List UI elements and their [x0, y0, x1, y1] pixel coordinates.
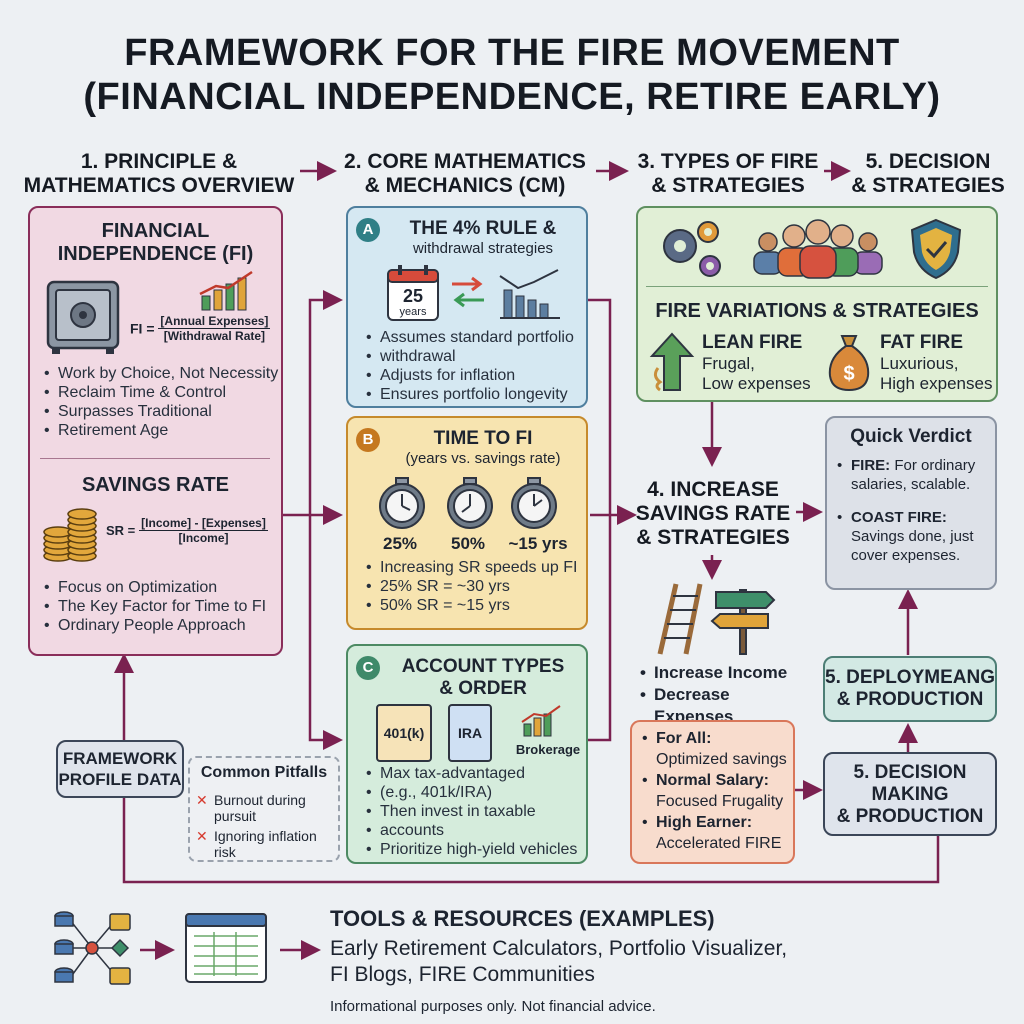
- clock-label-3: ~15 yrs: [508, 534, 568, 553]
- stopwatch-icon-1: [379, 477, 425, 529]
- page-title-line2: (FINANCIAL INDEPENDENCE, RETIRE EARLY): [83, 76, 941, 118]
- lean-fire-title: LEAN FIRE: [702, 332, 803, 353]
- fi-divider: [40, 458, 270, 459]
- box-c-bullets: Max tax-advantaged (e.g., 401k/IRA) Then…: [366, 764, 588, 859]
- salary-strategies-box: For All:Optimized savings Normal Salary:…: [630, 720, 795, 864]
- salary-strategies-list: For All:Optimized savings Normal Salary:…: [642, 728, 792, 854]
- pitfall-item-1: ✕ Burnout during pursuit: [196, 792, 306, 824]
- brokerage-chart-icon: [521, 705, 561, 737]
- savings-rate-title: SAVINGS RATE: [81, 474, 230, 496]
- bar-chart-icon: [499, 269, 560, 319]
- tools-list: Early Retirement Calculators, Portfolio …: [330, 937, 788, 986]
- box-time-to-fi: B TIME TO FI (years vs. savings rate): [346, 416, 588, 630]
- ladder-signpost-icon: [657, 583, 776, 655]
- box-b-title: TIME TO FI: [433, 428, 533, 449]
- shield-icon: [910, 218, 962, 280]
- column-header-3: 3. TYPES OF FIRE& STRATEGIES: [637, 150, 819, 197]
- variations-divider: [646, 286, 988, 287]
- column-header-1: 1. PRINCIPLE &MATHEMATICS OVERVIEW: [23, 150, 295, 197]
- verdict-title: Quick Verdict: [850, 426, 972, 447]
- exchange-arrows-icon: [452, 276, 484, 308]
- fi-formula: FI = [Annual Expenses][Withdrawal Rate]: [130, 314, 271, 343]
- fi-bullets: Work by Choice, Not Necessity Reclaim Ti…: [44, 364, 279, 440]
- coins-icon: [43, 508, 97, 562]
- box-b-subtitle: (years vs. savings rate): [405, 450, 561, 467]
- clock-label-2: 50%: [450, 534, 486, 553]
- spreadsheet-icon: [185, 913, 267, 983]
- quick-verdict-box: Quick Verdict FIRE: For ordinarysalaries…: [825, 416, 997, 590]
- signpost-icon: [710, 589, 776, 655]
- money-bag-icon: $: [828, 335, 870, 392]
- deployment-label: 5. DEPLOYMEANG& PRODUCTION: [825, 667, 995, 710]
- page-title-line1: FRAMEWORK FOR THE FIRE MOVEMENT: [124, 32, 900, 74]
- column-header-4: 5. DECISION& STRATEGIES: [851, 150, 1005, 197]
- calendar-number: 25: [402, 286, 424, 306]
- tools-title: TOOLS & RESOURCES (EXAMPLES): [330, 906, 715, 931]
- fire-variations-box: FIRE VARIATIONS & STRATEGIES LEAN FIRE F…: [636, 206, 998, 402]
- sr-formula: SR = [Income] - [Expenses][Income]: [106, 516, 268, 545]
- box-a-title: THE 4% RULE &: [409, 218, 557, 239]
- clock-label-1: 25%: [382, 534, 418, 553]
- people-group-icon: [753, 219, 883, 279]
- increase-bullets: Increase Income Decrease Expenses: [640, 662, 810, 728]
- box-c-title: ACCOUNT TYPES& ORDER: [401, 656, 565, 699]
- stopwatch-icons: [379, 477, 557, 529]
- database-network-icon: [54, 911, 131, 985]
- badge-b: B: [356, 428, 380, 452]
- lean-fire-desc: Frugal,Low expenses: [702, 354, 811, 393]
- cross-icon: ✕: [196, 828, 208, 844]
- box-account-types: C ACCOUNT TYPES& ORDER 401(k) IRA Broker…: [346, 644, 588, 864]
- pitfalls-title: Common Pitfalls: [200, 764, 328, 781]
- deployment-box: 5. DEPLOYMEANG& PRODUCTION: [823, 656, 997, 722]
- calendar-unit: years: [399, 306, 427, 318]
- gears-icon: [663, 221, 721, 277]
- stopwatch-icon-3: [511, 477, 557, 529]
- fat-fire-title: FAT FIRE: [880, 332, 964, 353]
- disclaimer: Informational purposes only. Not financi…: [330, 998, 656, 1015]
- badge-a: A: [356, 218, 380, 242]
- svg-text:$: $: [843, 363, 854, 385]
- ladder-icon: [657, 583, 703, 655]
- box-a-bullets: Assumes standard portfolio withdrawal Ad…: [366, 328, 588, 404]
- brokerage-label: Brokerage: [515, 742, 581, 757]
- box-a-subtitle: withdrawal strategies: [412, 240, 554, 257]
- column-header-2: 2. CORE MATHEMATICS& MECHANICS (CM): [344, 150, 586, 197]
- badge-c: C: [356, 656, 380, 680]
- stopwatch-icon-2: [447, 477, 493, 529]
- safe-icon: [46, 280, 120, 354]
- fat-fire-desc: Luxurious,High expenses: [880, 354, 993, 393]
- doc-401k-icon: 401(k): [376, 704, 432, 762]
- variations-title: FIRE VARIATIONS & STRATEGIES: [655, 300, 979, 322]
- pitfall-item-2: ✕ Ignoring inflation risk: [196, 828, 317, 860]
- growth-chart-icon: [199, 270, 253, 311]
- cross-icon: ✕: [196, 792, 208, 808]
- sr-bullets: Focus on Optimization The Key Factor for…: [44, 578, 279, 635]
- box-b-bullets: Increasing SR speeds up FI 25% SR = ~30 …: [366, 558, 588, 615]
- pitfalls-box: Common Pitfalls ✕ Burnout during pursuit…: [188, 756, 340, 862]
- doc-ira-icon: IRA: [448, 704, 492, 762]
- box-4-percent-rule: A THE 4% RULE & withdrawal strategies 25…: [346, 206, 588, 408]
- up-arrow-icon: [649, 332, 695, 392]
- calendar-icon: [387, 265, 439, 321]
